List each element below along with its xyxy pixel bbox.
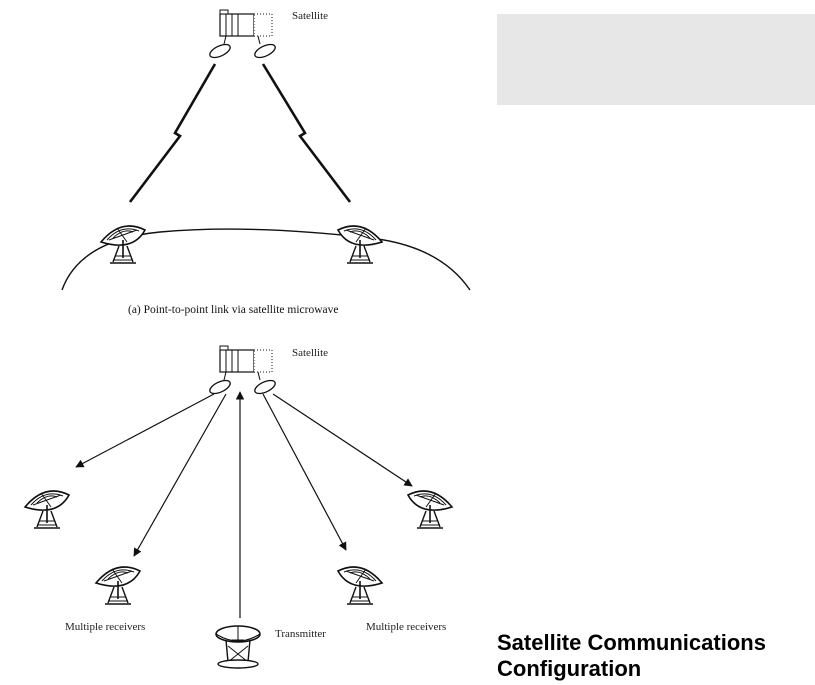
arrow-to-far-right-receiver xyxy=(272,393,413,487)
arrow-to-left-receiver xyxy=(133,393,227,557)
satellite-label-a: Satellite xyxy=(292,10,328,22)
ground-dish-right-icon xyxy=(337,225,383,264)
receivers-label-right: Multiple receivers xyxy=(366,621,446,633)
receiver-dish-right-icon xyxy=(337,566,383,605)
satellite-icon xyxy=(207,9,278,61)
receiver-dish-far-right-icon xyxy=(407,490,453,529)
satellite-icon-b xyxy=(207,345,278,397)
transmitter-antenna-icon xyxy=(215,625,261,669)
receiver-dish-far-left-icon xyxy=(24,490,70,529)
earth-curve xyxy=(61,228,471,291)
grey-placeholder-box xyxy=(497,14,815,105)
arrow-to-right-receiver xyxy=(262,393,347,551)
slide-title-line2: Configuration xyxy=(497,656,642,681)
uplink-zigzag-left xyxy=(128,63,217,203)
satellite-label-b: Satellite xyxy=(292,347,328,359)
slide-title-line1: Satellite Communications xyxy=(497,630,766,655)
transmitter-label: Transmitter xyxy=(275,628,326,640)
diagram-a: Satellite (a) Point-to-point link via sa… xyxy=(61,9,471,316)
receiver-dish-left-icon xyxy=(95,566,141,605)
arrow-to-far-left-receiver xyxy=(75,393,215,468)
downlink-zigzag-right xyxy=(261,63,352,203)
slide-title: Satellite Communications Configuration xyxy=(497,630,815,682)
diagram-b: Satellite Multiple receivers Multiple re… xyxy=(24,345,453,669)
receivers-label-left: Multiple receivers xyxy=(65,621,145,633)
ground-dish-left-icon xyxy=(100,225,146,264)
caption-a: (a) Point-to-point link via satellite mi… xyxy=(128,304,338,316)
